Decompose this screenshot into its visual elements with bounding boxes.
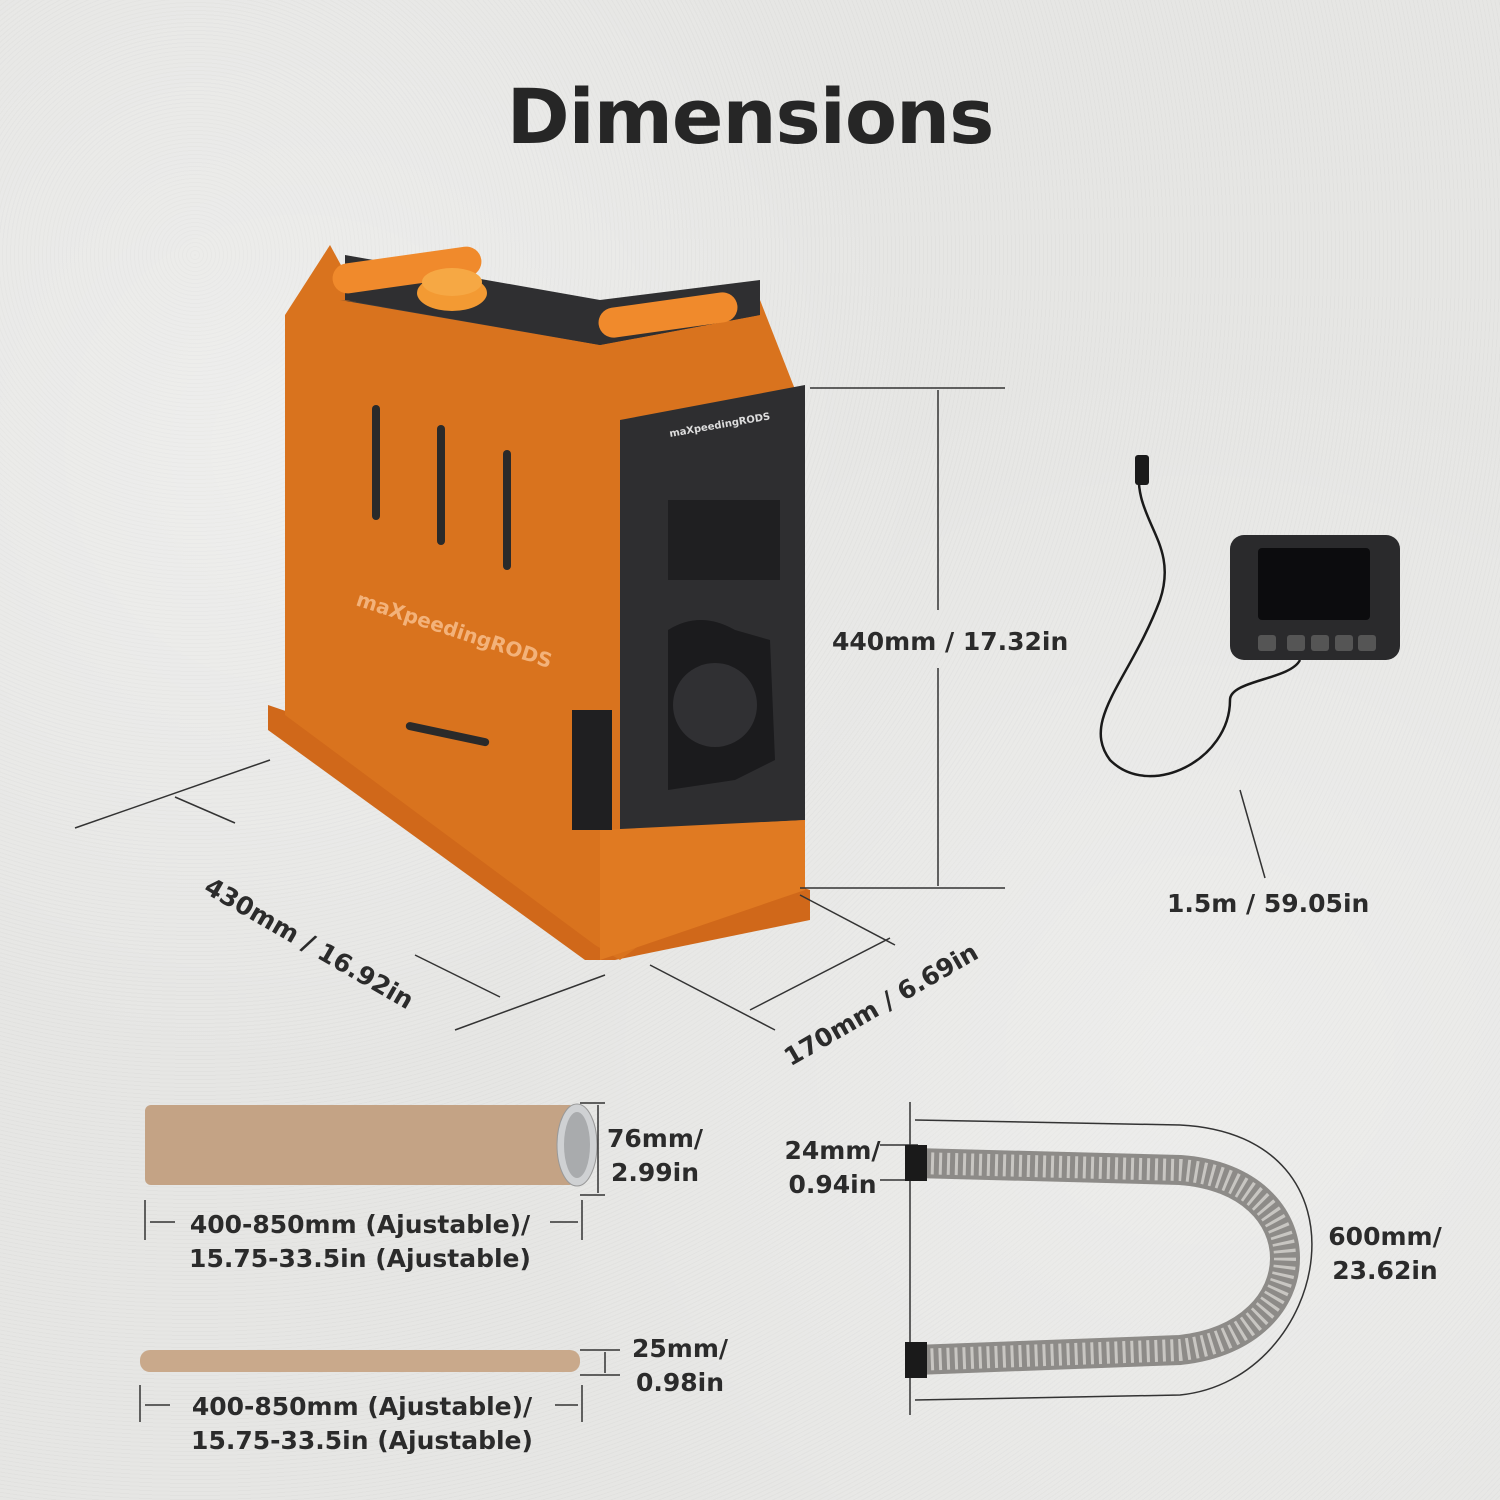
- exhaust-length-in: 23.62in: [1332, 1256, 1438, 1285]
- exhaust-diameter-mm: 24mm/: [784, 1136, 881, 1165]
- controller: [1099, 455, 1400, 778]
- heater-height-label: 440mm / 17.32in: [832, 627, 1069, 656]
- exhaust-pipe: [905, 1145, 1300, 1378]
- exhaust-length-label: 600mm/ 23.62in: [1320, 1220, 1450, 1288]
- large-duct-length-in: 15.75-33.5in (Ajustable): [189, 1244, 531, 1273]
- small-duct-diameter-in: 0.98in: [635, 1368, 725, 1397]
- exhaust-diameter-label: 24mm/ 0.94in: [775, 1134, 890, 1202]
- small-duct-length-label: 400-850mm (Ajustable)/ 15.75-33.5in (Aju…: [172, 1390, 552, 1458]
- large-duct-diameter-in: 2.99in: [610, 1158, 700, 1187]
- small-duct-diameter-mm: 25mm/: [631, 1334, 729, 1363]
- large-duct-diameter-label: 76mm/ 2.99in: [605, 1122, 705, 1190]
- large-duct-diameter-mm: 76mm/: [606, 1124, 704, 1153]
- dimension-lines: [74, 387, 1266, 1031]
- large-duct-length-label: 400-850mm (Ajustable)/ 15.75-33.5in (Aju…: [170, 1208, 550, 1276]
- small-duct-diameter-label: 25mm/ 0.98in: [625, 1332, 735, 1400]
- small-duct-length-mm: 400-850mm (Ajustable)/: [191, 1392, 533, 1421]
- small-duct-length-in: 15.75-33.5in (Ajustable): [191, 1426, 533, 1455]
- air-duct-large: [145, 1103, 598, 1187]
- large-duct-length-mm: 400-850mm (Ajustable)/: [189, 1210, 531, 1239]
- controller-cable-label: 1.5m / 59.05in: [1167, 889, 1370, 918]
- air-duct-small: [140, 1350, 580, 1372]
- heater-unit: [268, 245, 810, 960]
- page-title: Dimensions: [506, 72, 995, 161]
- exhaust-length-mm: 600mm/: [1328, 1222, 1442, 1251]
- exhaust-diameter-in: 0.94in: [788, 1170, 877, 1199]
